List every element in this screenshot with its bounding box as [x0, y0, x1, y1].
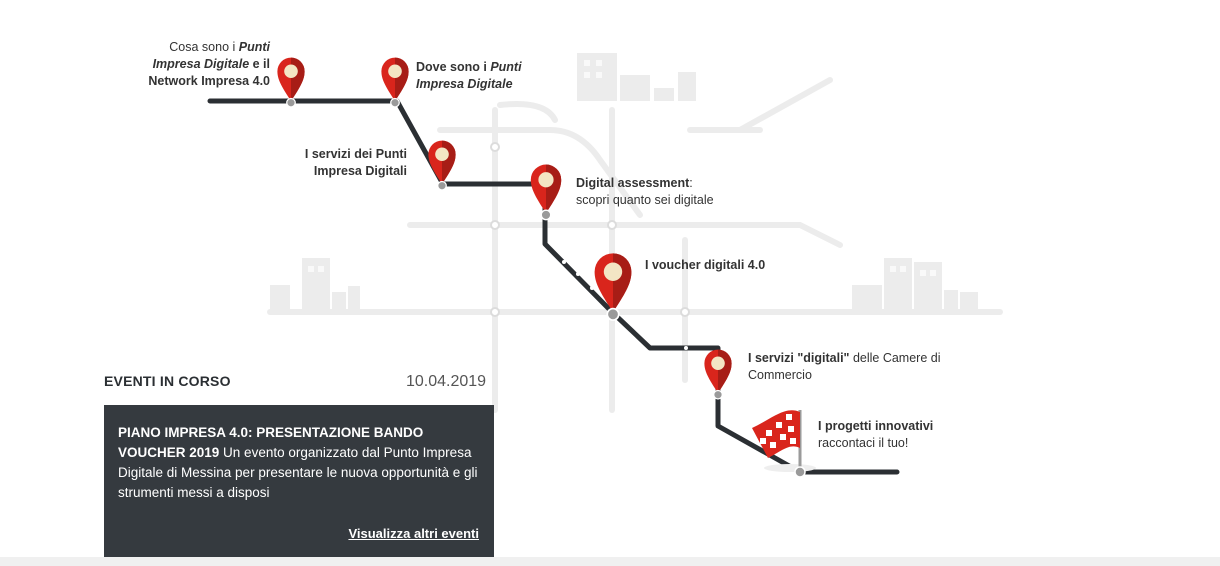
stop-label-6[interactable]: I servizi "digitali" delle Camere di Com…	[748, 350, 958, 384]
building-icon	[270, 258, 360, 310]
stop-label-part: Digital assessment	[576, 176, 690, 190]
stop-label-part: Punti Impresa Digitale	[152, 40, 270, 71]
bottom-bar	[0, 557, 1220, 566]
event-card: PIANO IMPRESA 4.0: PRESENTAZIONE BANDO V…	[104, 405, 494, 557]
event-description: PIANO IMPRESA 4.0: PRESENTAZIONE BANDO V…	[118, 423, 480, 503]
stop-label-part: e il Network Impresa 4.0	[148, 57, 270, 88]
events-heading: EVENTI IN CORSO	[104, 373, 231, 389]
stop-label-part: I voucher digitali 4.0	[645, 258, 766, 272]
stop-label-part: I servizi dei Punti Impresa Digitali	[304, 147, 407, 178]
stop-label-3[interactable]: I servizi dei Punti Impresa Digitali	[280, 146, 407, 180]
checkered-flag-icon[interactable]	[752, 410, 816, 478]
stop-label-part: scopri quanto sei digitale	[576, 193, 714, 207]
stop-label-part: :	[689, 176, 693, 190]
map-pin-icon[interactable]	[530, 163, 562, 221]
stop-label-2[interactable]: Dove sono i Punti Impresa Digitale	[416, 59, 556, 93]
stop-label-part: Cosa sono i	[169, 40, 239, 54]
stop-label-7[interactable]: I progetti innovativi raccontaci il tuo!	[818, 418, 968, 452]
building-icon	[577, 53, 696, 101]
stop-label-part: Dove sono i	[416, 60, 491, 74]
stop-label-part: delle Camere di Commercio	[748, 351, 941, 382]
stop-label-part: Punti Impresa Digitale	[416, 60, 522, 91]
stop-label-4[interactable]: Digital assessment: scopri quanto sei dig…	[576, 175, 776, 209]
more-events-link[interactable]: Visualizza altri eventi	[348, 526, 479, 541]
stop-label-1[interactable]: Cosa sono i Punti Impresa Digitale e il …	[120, 39, 270, 90]
stop-label-5[interactable]: I voucher digitali 4.0	[645, 257, 845, 274]
event-body: Un evento organizzato dal Punto Impresa …	[118, 445, 478, 500]
map-pin-icon[interactable]	[703, 349, 733, 400]
event-date: 10.04.2019	[406, 373, 487, 390]
background-network	[267, 77, 1003, 413]
building-icon	[852, 258, 978, 310]
stop-label-part: I servizi "digitali"	[748, 351, 850, 365]
event-title[interactable]: PIANO IMPRESA 4.0: PRESENTAZIONE BANDO V…	[118, 425, 424, 460]
stop-label-part: raccontaci il tuo!	[818, 436, 909, 450]
stop-label-part: I progetti innovativi	[818, 419, 934, 433]
